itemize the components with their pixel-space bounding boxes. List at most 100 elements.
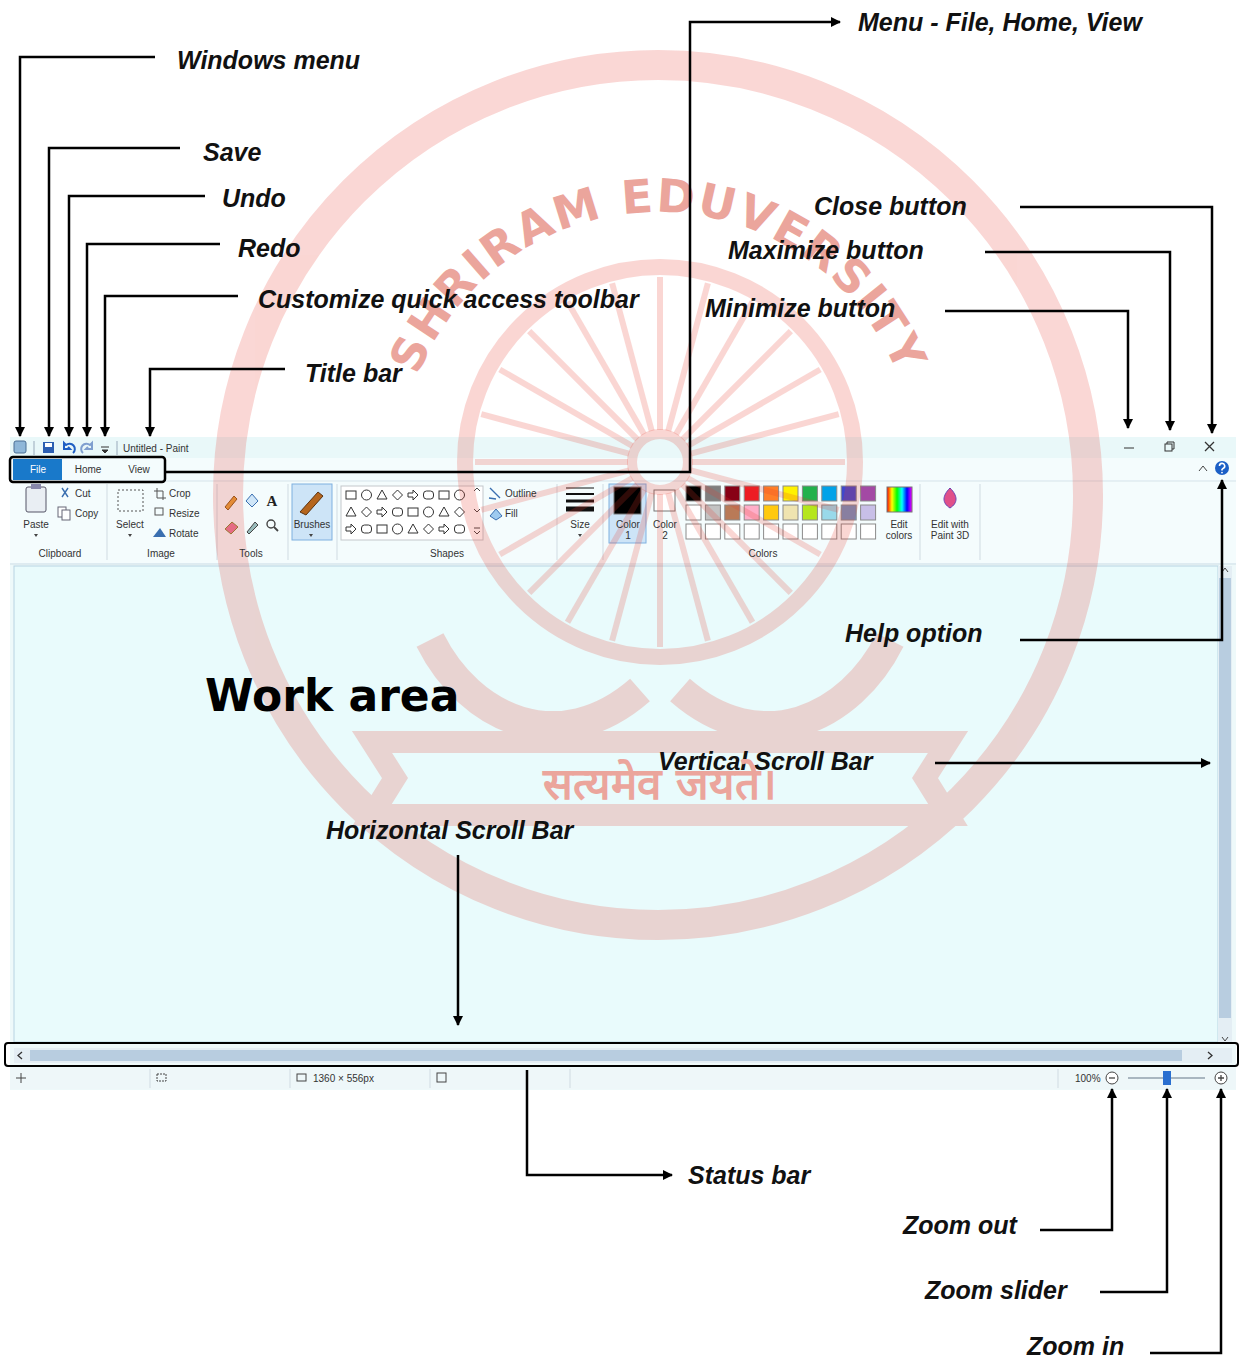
- shape-icon: [377, 525, 387, 533]
- separator: [34, 441, 35, 455]
- palette-swatch: [802, 505, 817, 520]
- callout-label: Horizontal Scroll Bar: [326, 816, 573, 845]
- leader-line: [1040, 1089, 1112, 1230]
- collapse-icon: [1199, 466, 1207, 471]
- brushes-button: [292, 484, 332, 540]
- windows-menu-icon: [14, 441, 26, 453]
- dropdown: [34, 534, 38, 537]
- group-label: Colors: [749, 548, 778, 559]
- redo-icon: [81, 443, 92, 453]
- window-title: Untitled - Paint: [123, 443, 189, 454]
- separator: [117, 441, 118, 455]
- maximize-icon: [1165, 444, 1172, 451]
- tool-label: Fill: [505, 508, 518, 519]
- group-label: Clipboard: [39, 548, 82, 559]
- undo-icon: [64, 443, 75, 453]
- spoke: [691, 414, 839, 454]
- shape-icons: [346, 490, 465, 534]
- tool-label: Select: [116, 519, 144, 530]
- picker-icon: [247, 522, 258, 534]
- leader-line: [150, 369, 285, 436]
- cut-icon: [62, 488, 68, 497]
- callout-label: Minimize button: [705, 294, 895, 323]
- ribbon: [10, 458, 1236, 565]
- spoke: [481, 470, 629, 510]
- window-ground: [10, 437, 1236, 1090]
- callout-label: Zoom slider: [925, 1276, 1067, 1305]
- scroll-bar-highlight: [5, 1043, 1238, 1066]
- position-icon: [16, 1073, 26, 1083]
- customize-icon: [101, 447, 109, 453]
- file-size-icon: [437, 1073, 446, 1082]
- copy-icon: [62, 510, 70, 520]
- leader-line: [69, 196, 205, 436]
- close-icon: [1205, 442, 1214, 451]
- zoom-in-button: [1218, 1075, 1224, 1081]
- work-area-label: Work area: [205, 670, 459, 721]
- zoom-slider-thumb: [1163, 1071, 1171, 1085]
- leader-line-set: [10, 22, 1222, 1353]
- palette-swatch: [861, 524, 876, 539]
- status-text: 1360 × 556px: [313, 1073, 374, 1084]
- status-text: 100%: [1075, 1073, 1101, 1084]
- dropdown: [309, 534, 313, 537]
- canvas-size-icon: [297, 1074, 306, 1081]
- resize-icon: [155, 508, 163, 515]
- palette-swatch: [764, 505, 779, 520]
- callout-label: Status bar: [688, 1161, 810, 1190]
- spoke: [529, 485, 637, 593]
- spoke: [475, 459, 628, 465]
- crop-icon: [154, 488, 166, 500]
- tool-label: Resize: [169, 508, 200, 519]
- shape-icon: [424, 524, 434, 534]
- shape-icon: [408, 524, 418, 533]
- palette-swatch: [861, 486, 876, 501]
- shape-icon: [455, 525, 465, 533]
- menu-highlight: [10, 457, 165, 482]
- help-icon: [1221, 472, 1223, 474]
- vertical-scroll-bar: [1218, 566, 1232, 1042]
- leader-line: [457, 855, 460, 1025]
- tool-label: Brushes: [294, 519, 331, 530]
- leader-line: [1150, 1089, 1221, 1353]
- spoke: [668, 493, 708, 641]
- shape-icon: [393, 490, 403, 500]
- tool-label: Color 1: [613, 519, 643, 541]
- paste-icon: [26, 487, 46, 512]
- menu-tab: Home: [75, 464, 102, 475]
- callout-label: Customize quick access toolbar: [258, 285, 639, 314]
- shape-icon: [424, 491, 434, 499]
- menu-tab: View: [128, 464, 150, 475]
- zoom-out-button: [1109, 1077, 1115, 1078]
- status-separators: [150, 1069, 1058, 1088]
- shape-icon: [408, 508, 418, 516]
- group-label: Image: [147, 548, 175, 559]
- tool-label: Crop: [169, 488, 191, 499]
- palette-swatch: [822, 486, 837, 501]
- save-icon: [43, 442, 54, 453]
- tool-label: Cut: [75, 488, 91, 499]
- file-tab: [13, 459, 62, 480]
- leader-line: [105, 296, 238, 436]
- tool-label: Size: [570, 519, 589, 530]
- callout-label: Save: [203, 138, 261, 167]
- watermark-emblem: [228, 65, 1088, 925]
- tool-label: Paste: [23, 519, 49, 530]
- callout-label: Redo: [238, 234, 301, 263]
- tool-label: Copy: [75, 508, 98, 519]
- status-bar: [10, 1068, 1236, 1089]
- callout-label: Close button: [814, 192, 967, 221]
- fill-icon: [246, 494, 258, 507]
- paste-icon: [31, 484, 41, 489]
- palette-swatch: [783, 505, 798, 520]
- palette-swatch: [744, 524, 759, 539]
- shape-icon: [362, 525, 372, 533]
- watermark-spokes: [475, 277, 845, 647]
- shape-icon: [393, 508, 403, 516]
- group-label: Tools: [239, 548, 262, 559]
- palette-swatch: [861, 505, 876, 520]
- shape-icon: [377, 507, 387, 517]
- outline-icon: [489, 488, 500, 499]
